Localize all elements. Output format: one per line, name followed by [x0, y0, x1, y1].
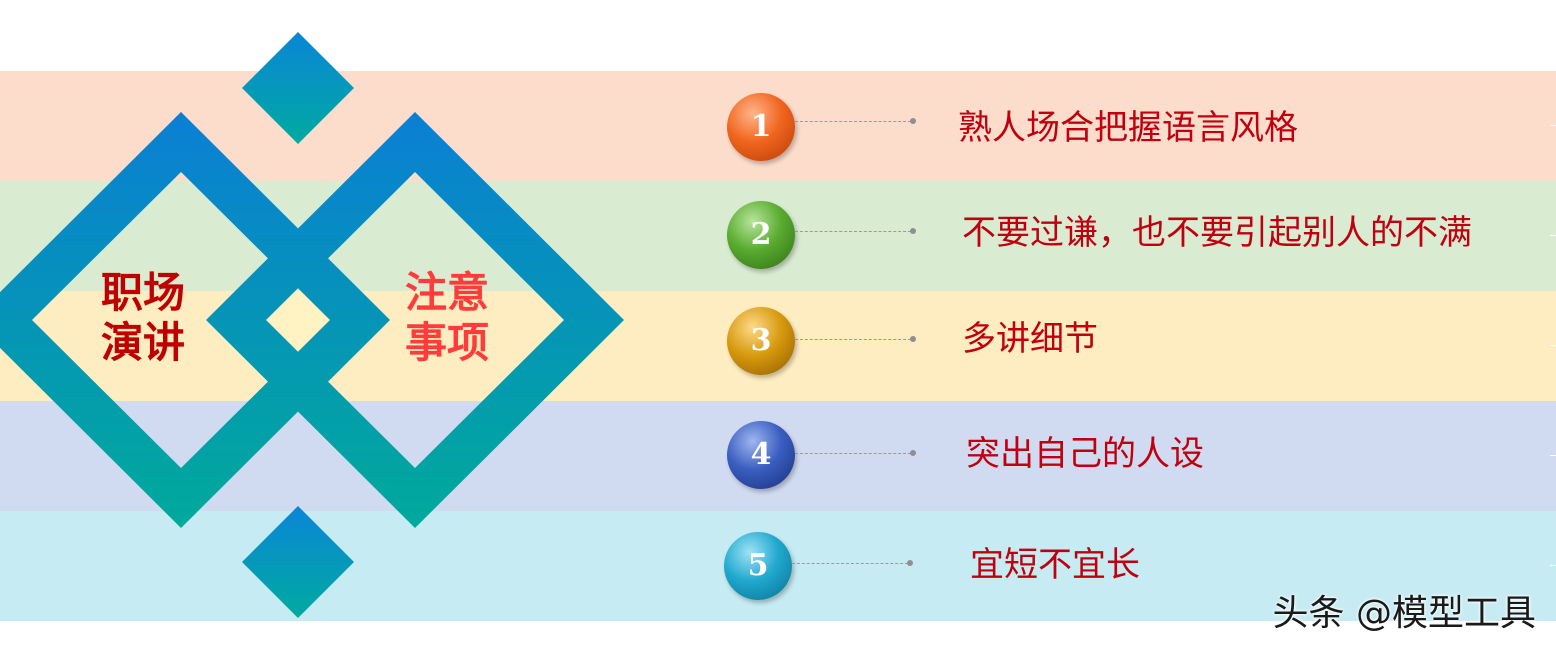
connector-line-1 [795, 121, 911, 122]
item-text-2: 不要过谦，也不要引起别人的不满 [962, 213, 1472, 253]
number-badge-5: 5 [724, 532, 792, 600]
connector-line-5 [792, 563, 908, 564]
list-item-3: 3 多讲细节 [0, 291, 1556, 401]
title-left-line2: 演讲 [100, 318, 185, 367]
top-small-diamond [242, 32, 354, 144]
title-right-line1: 注意 [404, 268, 489, 317]
item-text-3: 多讲细节 [962, 319, 1098, 359]
list-item-4: 4 突出自己的人设 [0, 401, 1556, 511]
number-badge-3: 3 [727, 307, 795, 375]
item-text-5: 宜短不宜长 [970, 545, 1140, 585]
list-item-2: 2 不要过谦，也不要引起别人的不满 [0, 181, 1556, 291]
connector-dot-2 [910, 228, 916, 234]
watermark: 头条 @模型工具 [1272, 593, 1536, 634]
bottom-small-diamond [242, 506, 354, 618]
title-right: 注意 事项 [392, 268, 502, 368]
number-badge-1: 1 [727, 93, 795, 161]
left-diamond-frame [0, 112, 390, 528]
connector-dot-4 [910, 450, 916, 456]
right-diamond-frame [206, 112, 624, 528]
list-item-1: 1 熟人场合把握语言风格 [0, 71, 1556, 181]
connector-line-4 [795, 453, 911, 454]
connector-dot-3 [910, 336, 916, 342]
item-text-1: 熟人场合把握语言风格 [958, 108, 1298, 148]
title-left-line1: 职场 [100, 268, 185, 317]
connector-dot-1 [910, 118, 916, 124]
connector-line-2 [795, 231, 911, 232]
list-item-5: 5 宜短不宜长 [0, 511, 1556, 621]
title-left: 职场 演讲 [88, 268, 198, 368]
title-right-line2: 事项 [404, 318, 489, 367]
number-badge-2: 2 [727, 201, 795, 269]
connector-dot-5 [907, 560, 913, 566]
connector-line-3 [795, 339, 911, 340]
diamond-graphic [0, 32, 624, 618]
item-text-4: 突出自己的人设 [966, 434, 1204, 474]
number-badge-4: 4 [727, 421, 795, 489]
center-small-diamond [268, 290, 328, 350]
